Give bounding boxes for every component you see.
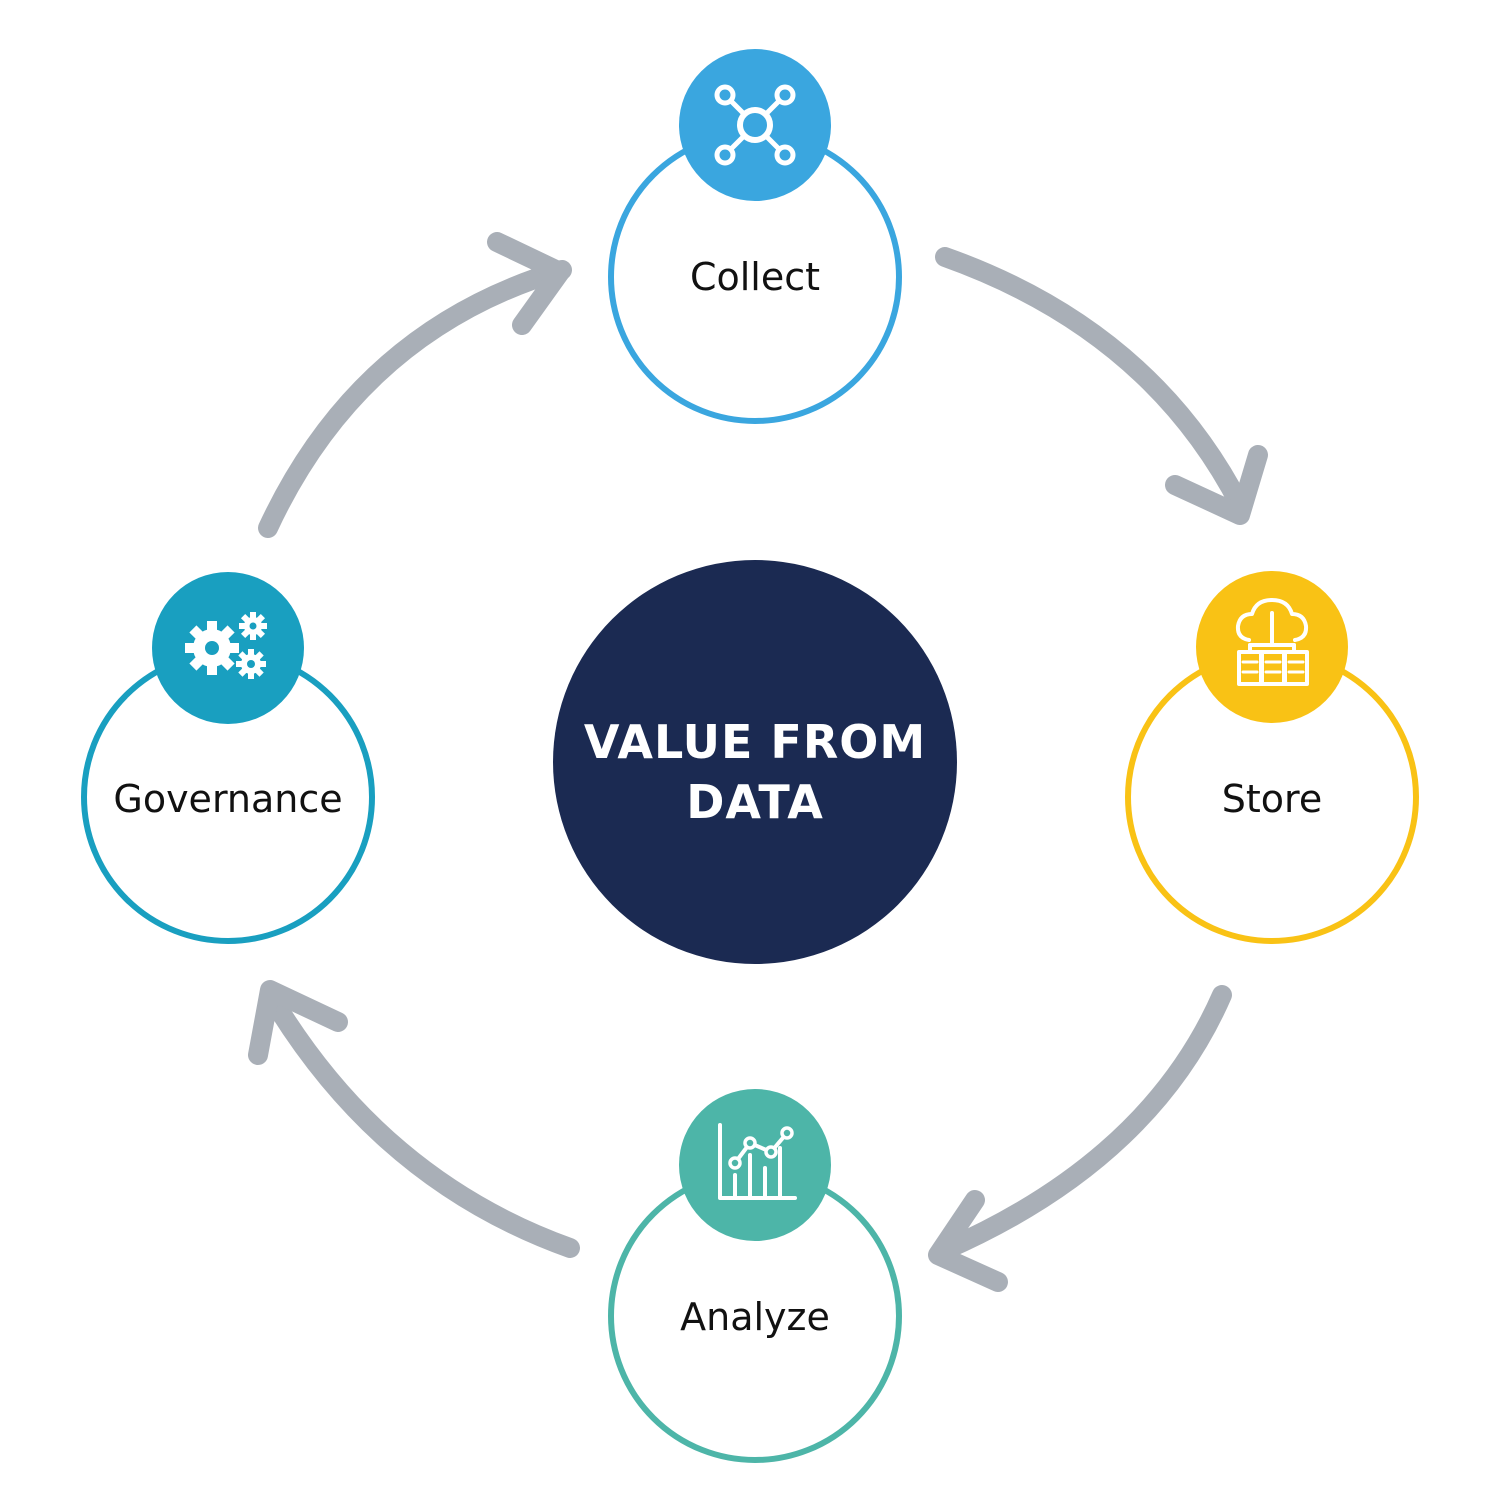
arrow-analyze-to-governance bbox=[248, 980, 580, 1258]
stage-collect-label: Collect bbox=[690, 255, 820, 299]
cloud-storage-icon bbox=[1235, 598, 1309, 686]
center-title-line-2: DATA bbox=[686, 775, 824, 829]
arrow-collect-to-store bbox=[935, 247, 1268, 525]
cycle-arrows bbox=[248, 232, 1268, 1292]
stage-governance: Governance bbox=[81, 572, 375, 944]
gears-icon bbox=[185, 612, 267, 679]
network-hub-icon bbox=[714, 84, 796, 166]
stage-analyze: Analyze bbox=[608, 1089, 902, 1463]
stage-store: Store bbox=[1125, 571, 1419, 944]
stage-governance-label: Governance bbox=[113, 777, 342, 821]
arrow-governance-to-collect bbox=[258, 232, 572, 538]
stage-analyze-label: Analyze bbox=[680, 1295, 830, 1339]
center-title-line-1: VALUE FROM bbox=[584, 715, 926, 769]
stage-analyze-badge bbox=[679, 1089, 831, 1241]
stage-store-label: Store bbox=[1222, 777, 1322, 821]
arrow-store-to-analyze bbox=[928, 985, 1232, 1292]
center-node: VALUE FROM DATA bbox=[553, 560, 957, 964]
bar-line-chart-icon bbox=[718, 1123, 797, 1200]
stage-collect: Collect bbox=[608, 49, 902, 424]
center-circle bbox=[553, 560, 957, 964]
